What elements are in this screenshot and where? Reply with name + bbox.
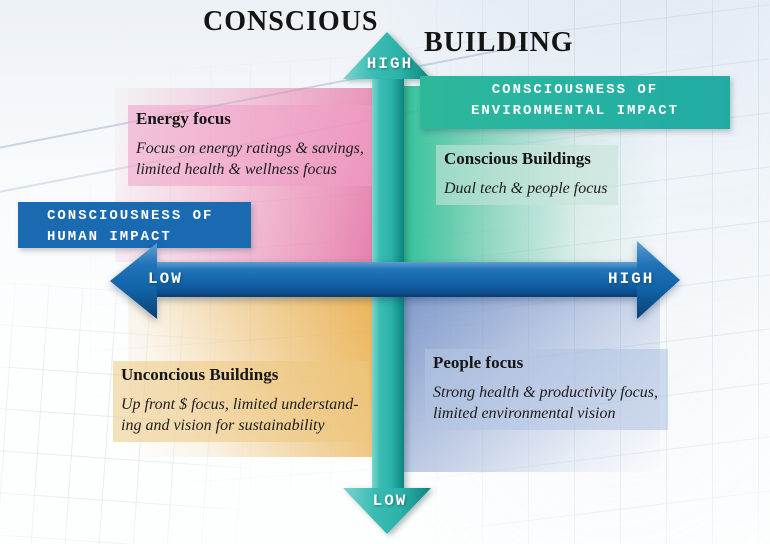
environmental-banner-line1: CONSCIOUSNESS OF — [491, 82, 659, 98]
people-focus-body-line: Strong health & productivity focus, — [433, 383, 659, 401]
horizontal-axis-arrow — [110, 241, 680, 320]
unconcious-buildings-body-line: ing and vision for sustainability — [121, 416, 325, 434]
energy-focus-body-line: limited health & wellness focus — [136, 160, 337, 178]
horizontal-axis-bar — [157, 262, 637, 297]
vertical-axis-high-label: HIGH — [366, 55, 414, 73]
page-title-word-building: BUILDING — [424, 27, 574, 58]
people-focus-textbox: People focus Strong health & productivit… — [425, 349, 669, 430]
people-focus-body-line: limited environmental vision — [433, 404, 616, 422]
conscious-buildings-heading: Conscious Buildings — [444, 149, 591, 168]
conscious-buildings-textbox: Conscious Buildings Dual tech & people f… — [436, 145, 618, 205]
horizontal-axis-high-label: HIGH — [608, 270, 655, 288]
unconcious-buildings-body-line: Up front $ focus, limited understand- — [121, 395, 359, 413]
people-focus-heading: People focus — [433, 353, 524, 372]
conscious-buildings-body-line: Dual tech & people focus — [444, 179, 608, 197]
page-title-word-conscious: CONSCIOUS — [203, 6, 379, 37]
environmental-impact-banner: CONSCIOUSNESS OF ENVIRONMENTAL IMPACT — [420, 76, 730, 129]
unconcious-buildings-heading: Unconcious Buildings — [121, 365, 279, 384]
human-banner-line1: CONSCIOUSNESS OF — [47, 208, 214, 224]
environmental-banner-line2: ENVIRONMENTAL IMPACT — [470, 103, 680, 119]
energy-focus-heading: Energy focus — [136, 109, 231, 128]
energy-focus-textbox: Energy focus Focus on energy ratings & s… — [128, 105, 374, 186]
horizontal-axis-low-label: LOW — [148, 270, 183, 288]
human-banner-line2: HUMAN IMPACT — [47, 229, 172, 245]
unconcious-buildings-textbox: Unconcious Buildings Up front $ focus, l… — [113, 361, 369, 442]
energy-focus-body-line: Focus on energy ratings & savings, — [136, 139, 364, 157]
vertical-axis-low-label: LOW — [372, 492, 408, 510]
human-impact-banner: CONSCIOUSNESS OF HUMAN IMPACT — [18, 202, 251, 248]
